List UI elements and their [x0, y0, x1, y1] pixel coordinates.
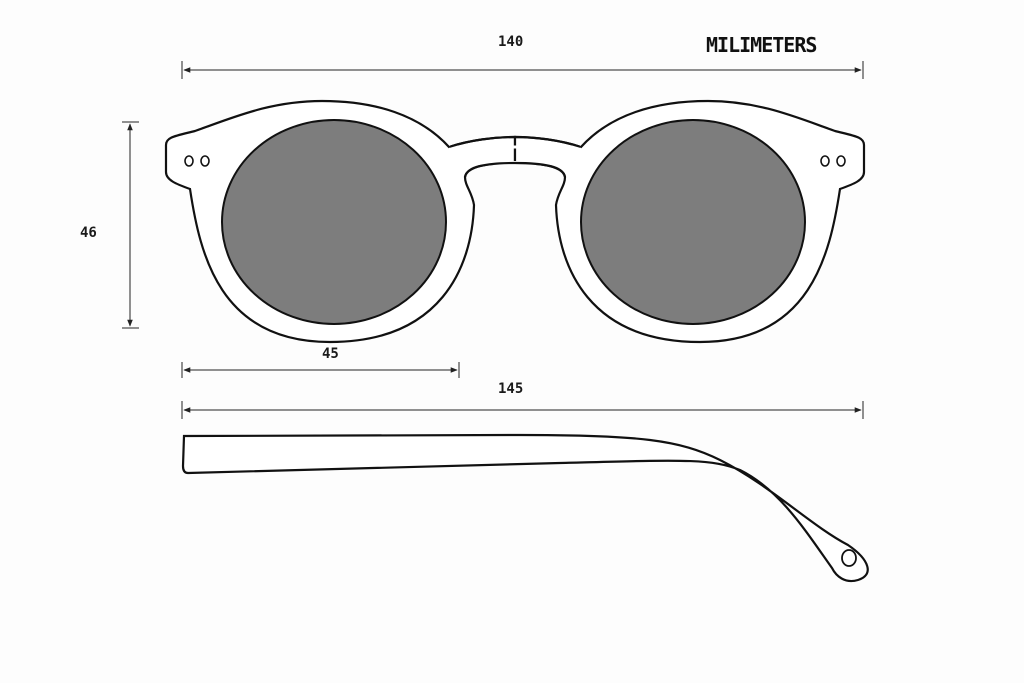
temple-length-label: 145 — [498, 381, 524, 397]
dimension-lens-45 — [181, 362, 460, 378]
dimension-width-140 — [181, 61, 864, 79]
unit-title: MILIMETERS — [706, 33, 817, 57]
dimension-height-46 — [122, 121, 139, 329]
height-label: 46 — [80, 225, 97, 241]
temple-side-view — [181, 433, 869, 583]
lens-width-label: 45 — [322, 346, 339, 362]
right-lens — [580, 119, 806, 325]
width-label: 140 — [498, 34, 524, 50]
left-lens — [221, 119, 447, 325]
rivet-dots — [184, 155, 846, 167]
dimension-temple-145 — [181, 401, 864, 419]
